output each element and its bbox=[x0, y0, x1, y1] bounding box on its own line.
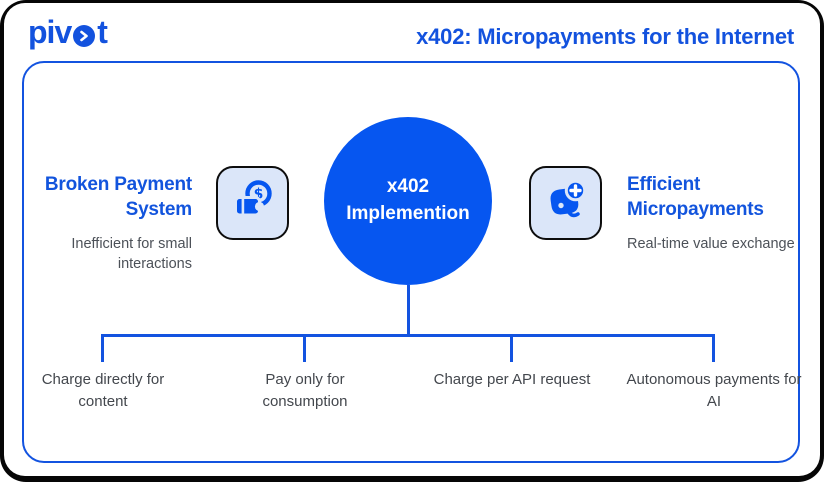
center-stem-line bbox=[407, 285, 410, 335]
right-icon-card bbox=[529, 166, 602, 240]
branch-drop-line-2 bbox=[303, 334, 306, 362]
left-node-subtext: Inefficient for small interactions bbox=[71, 236, 192, 272]
branch-drop-line-4 bbox=[712, 334, 715, 362]
left-node-heading: Broken Payment System bbox=[44, 174, 192, 220]
branch-drop-line-3 bbox=[510, 334, 513, 362]
infographic-sheet: piv t x402: Micropayments for the Intern… bbox=[4, 3, 820, 476]
right-node-heading: Efficient Micropayments bbox=[627, 174, 764, 220]
pivot-logo: piv t bbox=[28, 14, 108, 51]
branch-label-2: Pay only for consumption bbox=[262, 371, 348, 410]
left-node: Broken Payment System Inefficient for sm… bbox=[34, 173, 192, 275]
svg-text:$: $ bbox=[253, 186, 263, 202]
branch-label-4: Autonomous payments for AI bbox=[626, 371, 802, 410]
left-icon-card: $ bbox=[216, 166, 289, 240]
payment-plus-icon bbox=[542, 177, 590, 230]
branch-horizontal-line bbox=[101, 334, 715, 337]
center-node-line2: Implemention bbox=[346, 203, 470, 224]
logo-arrow-icon bbox=[73, 24, 96, 47]
center-node-line1: x402 bbox=[386, 176, 430, 198]
right-node-subtext: Real-time value exchange bbox=[627, 236, 795, 253]
logo-text-right: t bbox=[97, 14, 108, 50]
branch-label-3: Charge per API request bbox=[433, 371, 591, 388]
page-title: x402: Micropayments for the Internet bbox=[416, 24, 794, 49]
wallet-dollar-icon: $ bbox=[229, 177, 277, 230]
logo-text-left: piv bbox=[28, 14, 72, 50]
branch-drop-line-1 bbox=[101, 334, 104, 362]
center-node: x402 Implemention bbox=[324, 117, 492, 285]
branch-label-1: Charge directly for content bbox=[41, 371, 165, 410]
right-node: Efficient Micropayments Real-time value … bbox=[627, 173, 799, 255]
